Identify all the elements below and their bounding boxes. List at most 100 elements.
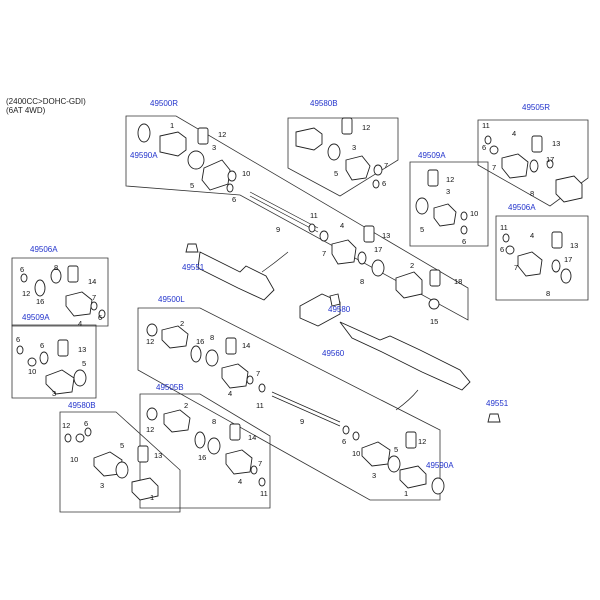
part-ring-6-top[interactable]	[372, 179, 380, 189]
part-ring-6[interactable]	[226, 183, 234, 193]
part-ring-5-509r[interactable]	[415, 197, 429, 215]
part-ring-6-500l[interactable]	[342, 425, 350, 435]
part-ring-5-500l[interactable]	[387, 455, 401, 473]
part-clip-10[interactable]	[227, 170, 237, 182]
part-cv-joint-1-500l[interactable]	[399, 465, 427, 489]
part-clamp-13-509l[interactable]	[57, 339, 69, 357]
part-ring-7-506l[interactable]	[90, 301, 98, 311]
part-clamp-12-500l[interactable]	[405, 431, 417, 449]
assembly-49580B-left[interactable]	[64, 427, 159, 501]
part-joint-2-505b[interactable]	[163, 409, 191, 433]
assembly-49580B-top[interactable]	[295, 117, 383, 189]
part-ring-6-580l[interactable]	[84, 427, 92, 437]
part-bolt-49580[interactable]	[329, 293, 341, 307]
part-joint-2-500l[interactable]	[161, 325, 189, 349]
part-ring-6-509l[interactable]	[16, 345, 24, 355]
part-clip-10-580l[interactable]	[75, 433, 85, 443]
label-49580B-left[interactable]: 49580B	[68, 401, 96, 410]
part-ring-6-509r[interactable]	[460, 225, 468, 235]
part-clamp-12[interactable]	[197, 127, 209, 145]
assembly-49505B[interactable]	[146, 407, 266, 487]
part-boot-3[interactable]	[201, 159, 231, 191]
part-ring-8-505b[interactable]	[207, 437, 221, 455]
part-clamp-13-505r[interactable]	[531, 135, 543, 153]
label-49551-top[interactable]: 49551	[182, 263, 205, 272]
part-ring-17[interactable]	[357, 251, 367, 265]
part-clamp-13[interactable]	[363, 225, 375, 243]
part-nut-49551-right[interactable]	[487, 413, 501, 423]
part-ring-8[interactable]	[371, 259, 385, 277]
assembly-49506A-right[interactable]	[502, 231, 572, 284]
part-clip-10-509l[interactable]	[27, 357, 37, 367]
part-boot-3-500l[interactable]	[361, 441, 391, 467]
label-49506A-right[interactable]: 49506A	[508, 203, 536, 212]
part-ring-7-505r[interactable]	[546, 159, 554, 169]
part-ring-12-506l[interactable]	[20, 273, 28, 283]
label-49500L[interactable]: 49500L	[158, 295, 185, 304]
part-boot-4-505r[interactable]	[501, 153, 529, 179]
assembly-49509A-right[interactable]	[415, 169, 468, 235]
part-ring-12-500l[interactable]	[146, 323, 158, 337]
part-clamp-12-top[interactable]	[341, 117, 353, 135]
part-axle-right[interactable]	[339, 321, 471, 391]
part-boot-4[interactable]	[331, 239, 357, 265]
part-boot-4-506l[interactable]	[65, 291, 93, 317]
label-49590A-bottom[interactable]: 49590A	[426, 461, 454, 470]
part-clamp-13-506r[interactable]	[551, 231, 563, 249]
label-49505R[interactable]: 49505R	[522, 103, 550, 112]
part-shaft-9-500l[interactable]	[271, 391, 341, 423]
part-seal-49590A[interactable]	[431, 477, 445, 495]
part-clamp-13-580l[interactable]	[137, 445, 149, 463]
assembly-49505R[interactable]	[484, 135, 583, 203]
part-axle-left[interactable]	[197, 251, 275, 301]
part-boot-4-506r[interactable]	[517, 251, 543, 277]
part-joint-505r[interactable]	[555, 175, 583, 203]
label-49551-right[interactable]: 49551	[486, 399, 509, 408]
part-ring-8-506r[interactable]	[560, 268, 572, 284]
part-ring-11-505r[interactable]	[484, 135, 492, 145]
part-boot-4-505b[interactable]	[225, 449, 253, 475]
assembly-49506A-left[interactable]	[20, 265, 106, 319]
part-ring-5[interactable]	[137, 123, 151, 143]
label-49560[interactable]: 49560	[322, 349, 345, 358]
part-ring-8-500l[interactable]	[205, 349, 219, 367]
part-ring-6b[interactable]	[319, 230, 329, 242]
part-ring-6-506r[interactable]	[505, 245, 515, 255]
label-49505B[interactable]: 49505B	[156, 383, 184, 392]
part-ring-16-505b[interactable]	[194, 431, 206, 449]
part-ring-16-500l[interactable]	[190, 345, 202, 363]
part-clip-10-509r[interactable]	[460, 211, 468, 221]
part-ring-5-509l[interactable]	[73, 369, 87, 387]
part-ring-3-top[interactable]	[327, 143, 341, 161]
part-boot-3-top[interactable]	[345, 155, 371, 181]
part-ring-6b-509l[interactable]	[39, 351, 49, 365]
part-clamp-14-506l[interactable]	[67, 265, 79, 283]
part-ring-8-506l[interactable]	[50, 268, 62, 284]
part-ring-11-500l[interactable]	[258, 383, 266, 393]
label-49590A-top[interactable]: 49590A	[130, 151, 158, 160]
part-ring-16-506l[interactable]	[34, 279, 46, 297]
label-49580B-top[interactable]: 49580B	[310, 99, 338, 108]
part-clamp-18[interactable]	[429, 269, 441, 287]
part-ring-7-505b[interactable]	[250, 465, 258, 475]
part-ring-11[interactable]	[308, 223, 316, 233]
part-clamp-12-509r[interactable]	[427, 169, 439, 187]
part-ring-3[interactable]	[187, 150, 205, 170]
part-boot-3-509r[interactable]	[433, 203, 457, 227]
part-boot-3-509l[interactable]	[45, 369, 75, 395]
label-49500R[interactable]: 49500R	[150, 99, 178, 108]
label-49509A-left[interactable]: 49509A	[22, 313, 50, 322]
part-ring-10-500l[interactable]	[352, 431, 360, 441]
part-ring-6-505r[interactable]	[489, 145, 499, 155]
part-ring-17-505r[interactable]	[529, 159, 539, 173]
part-cv-joint-1[interactable]	[159, 131, 187, 157]
part-ring-6-506l[interactable]	[98, 309, 106, 319]
shaft-49500R[interactable]	[137, 123, 441, 310]
part-ring-12-505b[interactable]	[146, 407, 158, 421]
part-ring-7-500l[interactable]	[246, 375, 254, 385]
part-clip-7-top[interactable]	[373, 164, 383, 176]
part-clamp-14-500l[interactable]	[225, 337, 237, 355]
part-ring-17-506r[interactable]	[551, 259, 561, 273]
part-boot-4-500l[interactable]	[221, 363, 249, 389]
part-joint-1-580l[interactable]	[131, 477, 159, 501]
